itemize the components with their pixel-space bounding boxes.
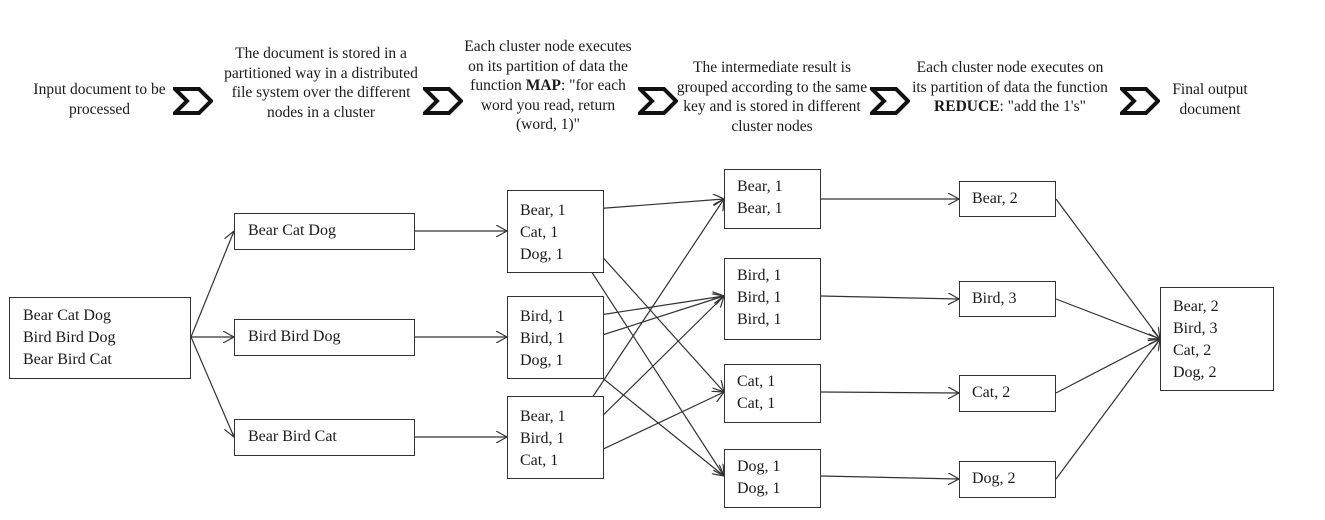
split-text: Bear Bird Cat [248, 428, 337, 445]
stage-caption-reduce: Each cluster node executes on its partit… [910, 58, 1110, 117]
map-pair: Dog, 1 [520, 246, 564, 263]
reduced-pair: Bear, 2 [972, 190, 1018, 207]
input-document-box: Bear Cat Dog Bird Bird Dog Bear Bird Cat [9, 297, 191, 379]
chevron-right-icon [870, 87, 910, 115]
map-pair: Bird, 1 [520, 330, 565, 347]
map-pair: Dog, 1 [520, 352, 564, 369]
input-line: Bear Bird Cat [23, 351, 112, 368]
shuffle-arrow [579, 199, 724, 211]
output-line: Bear, 2 [1173, 298, 1219, 315]
chevron-right-icon [173, 87, 213, 115]
grouped-pair: Bird, 1 [737, 311, 782, 328]
map-node-box: Bear, 1 Cat, 1 Dog, 1 [507, 190, 604, 273]
split-arrow [190, 336, 234, 437]
output-line: Bird, 3 [1173, 320, 1218, 337]
chevron-right-icon [638, 87, 678, 115]
grouped-pair: Cat, 1 [737, 373, 776, 390]
chevron-right-icon [423, 87, 463, 115]
reduce-arrow [820, 296, 959, 299]
shuffle-arrow [579, 231, 724, 392]
reduce-node-box: Cat, 2 [959, 375, 1056, 412]
output-line: Cat, 2 [1173, 342, 1212, 359]
reduce-arrow [820, 476, 959, 479]
grouped-pair: Bird, 1 [737, 289, 782, 306]
map-pair: Bear, 1 [520, 202, 566, 219]
reduce-node-box: Bird, 3 [959, 281, 1056, 317]
split-partition-box: Bear Bird Cat [234, 419, 415, 456]
reduced-pair: Dog, 2 [972, 470, 1016, 487]
shuffle-node-box-bird: Bird, 1 Bird, 1 Bird, 1 [724, 258, 821, 340]
reduce-caption-pre: Each cluster node executes on its partit… [912, 59, 1108, 96]
stage-caption-input: Input document to be processed [33, 81, 166, 118]
grouped-pair: Cat, 1 [737, 395, 776, 412]
stage-caption-shuffle: The intermediate result is grouped accor… [676, 59, 868, 135]
map-pair: Cat, 1 [520, 224, 559, 241]
shuffle-arrow [592, 296, 724, 317]
reduce-caption-post: : "add the 1's" [999, 98, 1086, 115]
grouped-pair: Dog, 1 [737, 458, 781, 475]
grouped-pair: Bear, 1 [737, 200, 783, 217]
map-pair: Cat, 1 [520, 452, 559, 469]
output-arrow [1055, 339, 1160, 394]
split-arrow [190, 231, 234, 338]
shuffle-arrow [579, 296, 724, 439]
reduce-node-box: Dog, 2 [959, 461, 1056, 498]
shuffle-node-box-bear: Bear, 1 Bear, 1 [724, 169, 821, 229]
shuffle-arrow [579, 199, 724, 417]
map-caption-pre: Each cluster node executes on its partit… [464, 38, 632, 94]
reduced-pair: Cat, 2 [972, 384, 1011, 401]
output-arrow [1055, 298, 1160, 339]
stage-caption-split: The document is stored in a partitioned … [224, 45, 418, 121]
stage-caption-output: Final output document [1172, 81, 1248, 118]
split-partition-box: Bear Cat Dog [234, 213, 415, 250]
map-keyword: MAP [525, 77, 561, 94]
stage-caption-map: Each cluster node executes on its partit… [462, 37, 634, 135]
output-arrow [1055, 339, 1160, 480]
map-pair: Bird, 1 [520, 308, 565, 325]
input-line: Bird Bird Dog [23, 329, 116, 346]
shuffle-arrow [579, 392, 724, 461]
map-pair: Bear, 1 [520, 408, 566, 425]
split-text: Bear Cat Dog [248, 222, 336, 239]
grouped-pair: Bird, 1 [737, 267, 782, 284]
reduce-node-box: Bear, 2 [959, 181, 1056, 217]
map-pair: Bird, 1 [520, 430, 565, 447]
shuffle-node-box-dog: Dog, 1 Dog, 1 [724, 449, 821, 508]
shuffle-arrow [579, 253, 724, 476]
grouped-pair: Dog, 1 [737, 480, 781, 497]
reduce-keyword: REDUCE [934, 98, 1000, 115]
shuffle-arrow [592, 296, 724, 339]
reduce-arrow [820, 392, 959, 393]
output-arrow [1055, 198, 1160, 339]
split-text: Bird Bird Dog [248, 328, 341, 345]
shuffle-node-box-cat: Cat, 1 Cat, 1 [724, 364, 821, 423]
map-node-box: Bear, 1 Bird, 1 Cat, 1 [507, 396, 604, 479]
map-caption-post: : "for each word you read, return (word,… [480, 77, 626, 133]
map-node-box: Bird, 1 Bird, 1 Dog, 1 [507, 296, 604, 379]
chevron-right-icon [1120, 87, 1160, 115]
output-document-box: Bear, 2 Bird, 3 Cat, 2 Dog, 2 [1160, 287, 1274, 391]
reduced-pair: Bird, 3 [972, 290, 1017, 307]
grouped-pair: Bear, 1 [737, 178, 783, 195]
input-line: Bear Cat Dog [23, 307, 111, 324]
output-line: Dog, 2 [1173, 364, 1217, 381]
split-partition-box: Bird Bird Dog [234, 319, 415, 356]
